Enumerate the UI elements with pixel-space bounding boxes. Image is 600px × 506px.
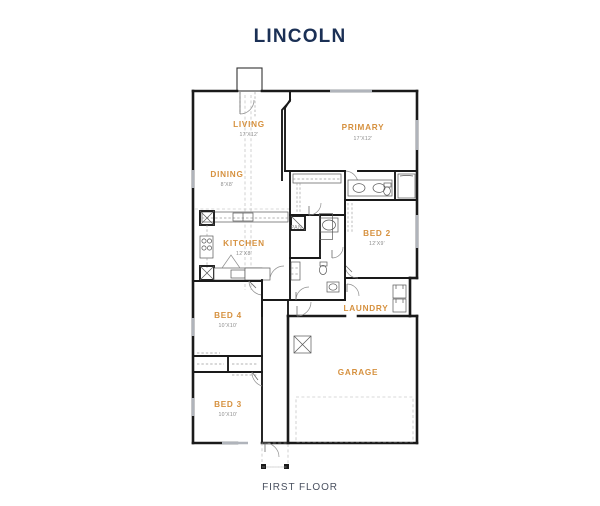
- room-label-bed4: BED 4: [214, 311, 242, 320]
- pantry: PAN: [290, 215, 306, 231]
- bed4: BED 4 10'X10': [192, 280, 264, 329]
- room-dim-living: 17'X12': [239, 132, 258, 138]
- room-label-bed3: BED 3: [214, 400, 242, 409]
- bed3: BED 3 10'X10': [214, 280, 263, 444]
- room-label-dining: DINING: [210, 170, 243, 179]
- bedroom-closets: [192, 352, 263, 376]
- windows: [191, 89, 419, 445]
- front-entry-stoop: [236, 67, 263, 118]
- room-label-laundry: LAUNDRY: [344, 304, 389, 313]
- room-dim-bed4: 10'X10': [218, 323, 237, 329]
- room-label-primary: PRIMARY: [342, 123, 385, 132]
- living-room: LIVING 17'X12': [233, 95, 265, 290]
- bed2: BED 2 12'X9': [344, 199, 418, 279]
- room-label-kitchen: KITCHEN: [223, 239, 265, 248]
- page-title: LINCOLN: [253, 26, 347, 47]
- rear-entry-stoop: [261, 442, 289, 469]
- primary-bedroom: PRIMARY 17'X12': [281, 90, 418, 185]
- hall-bathroom: [289, 213, 346, 301]
- room-dim-dining: 8'X8': [221, 182, 234, 188]
- room-dim-bed3: 10'X10': [218, 412, 237, 418]
- laundry-room: LAUNDRY: [286, 277, 412, 318]
- room-label-garage: GARAGE: [338, 368, 378, 377]
- svg-text:PAN: PAN: [291, 225, 302, 231]
- room-label-bed2: BED 2: [363, 229, 391, 238]
- dining-room: DINING 8'X8': [195, 170, 290, 210]
- room-dim-primary: 17'X12': [353, 136, 372, 142]
- room-dim-bed2: 12'X9': [369, 241, 385, 247]
- floor-caption: FIRST FLOOR: [262, 482, 338, 493]
- exterior-walls: [191, 89, 419, 445]
- primary-bathroom: [289, 170, 418, 216]
- garage: GARAGE: [293, 335, 414, 443]
- room-label-living: LIVING: [233, 120, 265, 129]
- room-dim-kitchen: 12'X8': [236, 251, 252, 257]
- kitchen: KITCHEN 12'X8': [199, 210, 289, 281]
